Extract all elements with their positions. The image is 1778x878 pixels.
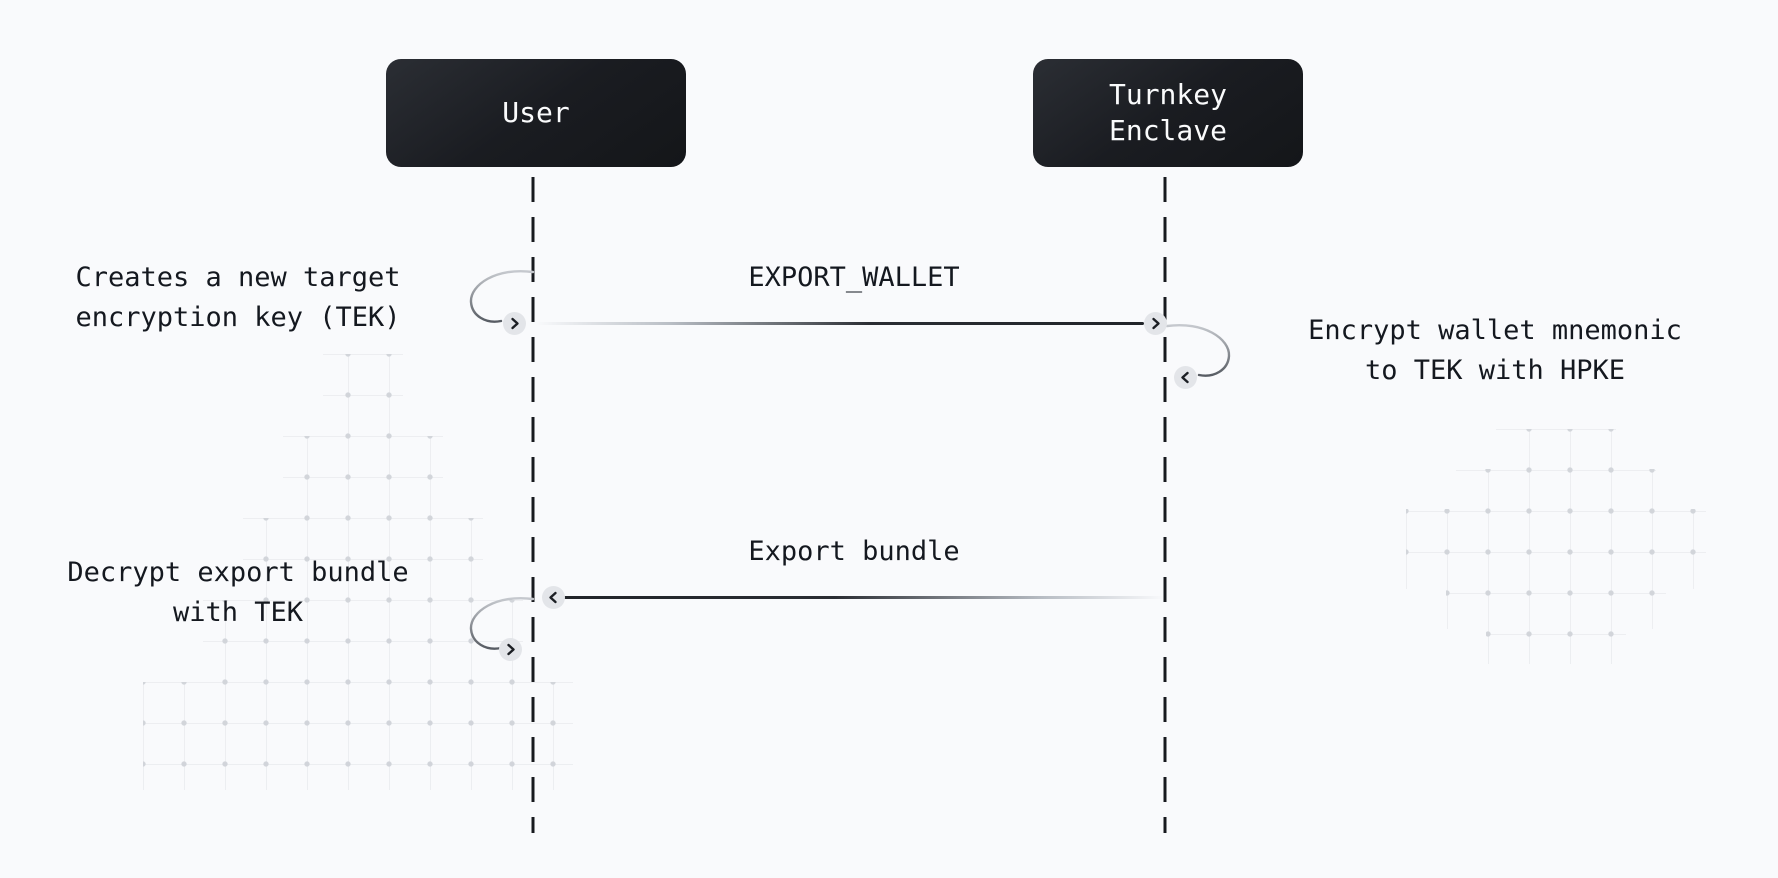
chevron-right-icon <box>1151 317 1160 329</box>
label-export-bundle-text: Export bundle <box>748 536 960 567</box>
label-create-tek-line1: Creates a new target <box>75 262 401 293</box>
arrowhead-export-wallet <box>1143 311 1167 335</box>
actor-box-turnkey-enclave: Turnkey Enclave <box>1033 59 1303 167</box>
label-decrypt-bundle-line2: with TEK <box>172 597 304 628</box>
label-create-tek: Creates a new target encryption key (TEK… <box>28 258 448 338</box>
user-self-loop-arc-decrypt <box>469 596 535 650</box>
label-encrypt-mnemonic-line1: Encrypt wallet mnemonic <box>1308 315 1682 346</box>
actor-box-user: User <box>386 59 686 167</box>
chevron-right-icon <box>506 643 515 655</box>
arrow-export-wallet <box>536 321 1144 325</box>
label-encrypt-mnemonic: Encrypt wallet mnemonic to TEK with HPKE <box>1285 311 1705 391</box>
loop-node-decrypt <box>498 637 522 661</box>
loop-node-encrypt <box>1173 365 1197 389</box>
turnkey-self-loop-arc-encrypt <box>1165 323 1231 377</box>
actor-label-turnkey-line2: Enclave <box>1108 114 1227 147</box>
actor-label-turnkey-line1: Turnkey <box>1108 78 1227 111</box>
arrowhead-export-bundle <box>541 585 565 609</box>
label-create-tek-line2: encryption key (TEK) <box>75 302 401 333</box>
chevron-left-icon <box>1180 371 1189 383</box>
label-decrypt-bundle: Decrypt export bundle with TEK <box>28 553 448 633</box>
actor-label-user: User <box>502 96 570 129</box>
label-export-wallet: EXPORT_WALLET <box>644 258 1064 298</box>
label-decrypt-bundle-line1: Decrypt export bundle <box>67 557 409 588</box>
arrow-export-bundle <box>564 595 1165 599</box>
label-encrypt-mnemonic-line2: to TEK with HPKE <box>1364 355 1626 386</box>
chevron-left-icon <box>548 591 557 603</box>
label-export-wallet-text: EXPORT_WALLET <box>748 262 960 293</box>
loop-node-create-tek <box>502 311 526 335</box>
user-self-loop-arc-create-tek <box>469 269 535 323</box>
chevron-right-icon <box>510 317 519 329</box>
label-export-bundle: Export bundle <box>644 532 1064 572</box>
